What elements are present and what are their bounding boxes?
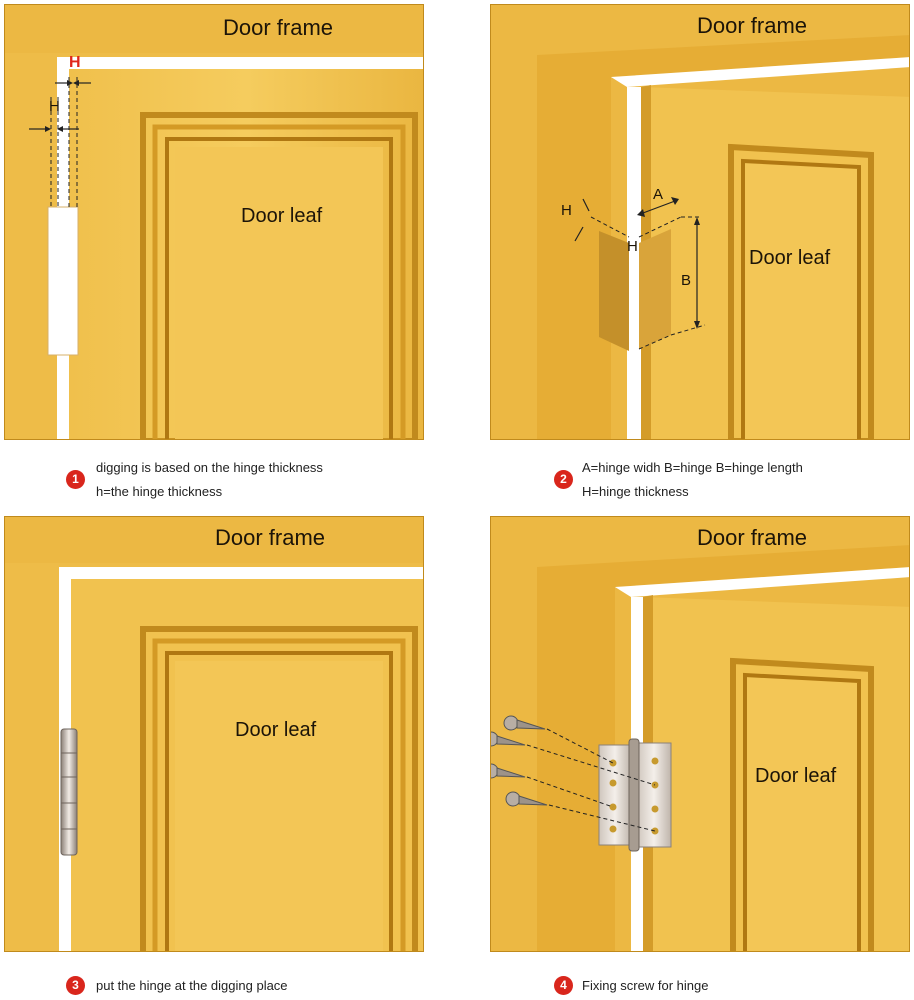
width-label-a: A <box>653 186 664 203</box>
caption-step-4: Fixing screw for hinge <box>582 974 708 998</box>
caption-step-3: put the hinge at the digging place <box>96 974 288 998</box>
step-badge-3: 3 <box>66 976 85 995</box>
door-leaf-label: Door leaf <box>235 719 317 741</box>
caption-line: digging is based on the hinge thickness <box>96 460 323 475</box>
thickness-label: H <box>49 98 60 115</box>
step-badge-4: 4 <box>554 976 573 995</box>
door-illustration-front-hinge <box>5 517 423 951</box>
thickness-label-left: H <box>561 202 572 219</box>
caption-line: A=hinge widh B=hinge B=hinge length <box>582 460 803 475</box>
door-frame-label: Door frame <box>697 13 808 38</box>
door-illustration-perspective-screws <box>491 517 909 951</box>
panel-step-3: Door frame Door leaf <box>4 516 424 952</box>
length-label-b: B <box>681 272 692 289</box>
door-illustration-perspective-dims <box>491 5 909 439</box>
door-frame-label: Door frame <box>215 525 326 550</box>
caption-line: put the hinge at the digging place <box>96 978 288 993</box>
caption-step-1: digging is based on the hinge thickness … <box>96 456 323 504</box>
caption-step-2: A=hinge widh B=hinge B=hinge length H=hi… <box>582 456 803 504</box>
caption-line: h=the hinge thickness <box>96 484 223 499</box>
step-badge-1: 1 <box>66 470 85 489</box>
caption-line: H=hinge thickness <box>582 484 689 499</box>
door-frame-label: Door frame <box>697 525 808 550</box>
caption-line: Fixing screw for hinge <box>582 978 709 993</box>
thickness-label-center: H <box>627 238 638 255</box>
panel-step-1: Door frame Door leaf H H <box>4 4 424 440</box>
panel-step-4: Door frame Door leaf <box>490 516 910 952</box>
door-leaf-label: Door leaf <box>241 205 323 227</box>
door-frame-label: Door frame <box>223 15 334 40</box>
door-leaf-label: Door leaf <box>755 765 837 787</box>
door-leaf-label: Door leaf <box>749 247 831 269</box>
panel-step-2: Door frame Door leaf A B H H <box>490 4 910 440</box>
step-badge-2: 2 <box>554 470 573 489</box>
thickness-label-red: H <box>69 54 81 71</box>
door-illustration-front-dug <box>5 5 423 439</box>
